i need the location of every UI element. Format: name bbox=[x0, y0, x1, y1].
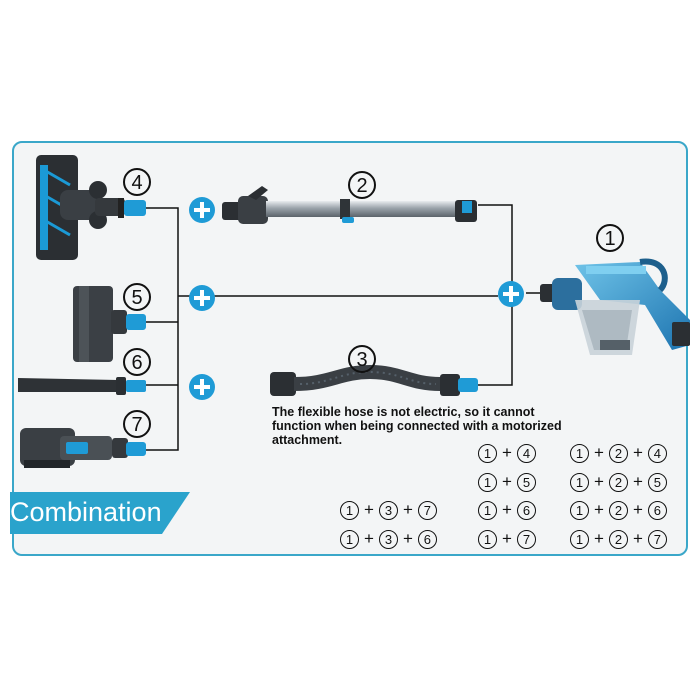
hose-note: The flexible hose is not electric, so it… bbox=[272, 405, 562, 447]
plus-operator: + bbox=[594, 472, 604, 491]
combination-part-1: 1 bbox=[340, 500, 359, 520]
plus-operator: + bbox=[364, 500, 374, 519]
combination-part-1: 1 bbox=[478, 443, 497, 463]
combination-formula: 1 +2+6 bbox=[570, 500, 667, 520]
floor-brush-image bbox=[36, 155, 146, 260]
combination-part-5: 5 bbox=[516, 472, 536, 492]
plus-operator: + bbox=[594, 529, 604, 548]
combination-part-6: 6 bbox=[516, 500, 536, 520]
label-6: 6 bbox=[123, 348, 151, 376]
combination-part-1: 1 bbox=[478, 472, 497, 492]
label-4: 4 bbox=[123, 168, 151, 196]
combination-part-1: 1 bbox=[340, 529, 359, 549]
combination-part-1: 1 bbox=[570, 500, 589, 520]
combination-part-3: 3 bbox=[378, 500, 398, 520]
combination-part-3: 3 bbox=[378, 529, 398, 549]
plus-operator: + bbox=[594, 500, 604, 519]
combination-part-4: 4 bbox=[647, 443, 667, 463]
combination-part-2: 2 bbox=[608, 529, 628, 549]
plus-operator: + bbox=[402, 500, 413, 519]
combination-part-4: 4 bbox=[516, 443, 536, 463]
plus-operator: + bbox=[502, 443, 512, 462]
combination-part-7: 7 bbox=[417, 500, 437, 520]
combination-part-2: 2 bbox=[608, 472, 628, 492]
combination-part-1: 1 bbox=[570, 529, 589, 549]
plus-operator: + bbox=[364, 529, 374, 548]
label-5: 5 bbox=[123, 283, 151, 311]
combination-part-7: 7 bbox=[516, 529, 536, 549]
plus-operator: + bbox=[402, 529, 413, 548]
combination-title: Combination bbox=[10, 497, 162, 527]
label-3: 3 bbox=[348, 345, 376, 373]
mini-brush-image bbox=[73, 286, 146, 362]
crevice-tool-image bbox=[18, 377, 146, 395]
combination-part-7: 7 bbox=[647, 529, 667, 549]
combination-formula: 1 +4 bbox=[478, 443, 536, 463]
left-bracket-line bbox=[145, 207, 179, 451]
combination-formula: 1 +2+5 bbox=[570, 472, 667, 492]
combination-formula: 1 +3+7 bbox=[340, 500, 437, 520]
combination-banner-shape bbox=[10, 492, 190, 534]
plus-operator: + bbox=[632, 472, 643, 491]
combination-part-1: 1 bbox=[570, 472, 589, 492]
combination-part-5: 5 bbox=[647, 472, 667, 492]
dusting-brush-image bbox=[20, 428, 146, 468]
combination-formula: 1 +6 bbox=[478, 500, 536, 520]
combination-formula: 1 +3+6 bbox=[340, 529, 437, 549]
combination-part-2: 2 bbox=[608, 500, 628, 520]
plus-operator: + bbox=[594, 443, 604, 462]
combination-part-6: 6 bbox=[647, 500, 667, 520]
plus-icon bbox=[189, 197, 215, 223]
combination-formula: 1 +7 bbox=[478, 529, 536, 549]
extension-tube-image bbox=[222, 186, 477, 224]
plus-operator: + bbox=[502, 500, 512, 519]
combination-part-1: 1 bbox=[478, 500, 497, 520]
combination-formula: 1 +2+4 bbox=[570, 443, 667, 463]
combination-part-2: 2 bbox=[608, 443, 628, 463]
plus-operator: + bbox=[632, 500, 643, 519]
combination-part-1: 1 bbox=[478, 529, 497, 549]
plus-icon bbox=[189, 285, 215, 311]
plus-icon bbox=[189, 374, 215, 400]
plus-operator: + bbox=[632, 529, 643, 548]
plus-operator: + bbox=[502, 472, 512, 491]
label-1: 1 bbox=[596, 224, 624, 252]
combination-formula: 1 +5 bbox=[478, 472, 536, 492]
vacuum-body-image bbox=[540, 258, 690, 355]
combination-formula: 1 +2+7 bbox=[570, 529, 667, 549]
plus-operator: + bbox=[502, 529, 512, 548]
combination-part-6: 6 bbox=[417, 529, 437, 549]
label-7: 7 bbox=[123, 410, 151, 438]
plus-icon bbox=[498, 281, 524, 307]
combination-part-1: 1 bbox=[570, 443, 589, 463]
plus-operator: + bbox=[632, 443, 643, 462]
label-2: 2 bbox=[348, 171, 376, 199]
flexible-hose-image bbox=[270, 364, 478, 396]
